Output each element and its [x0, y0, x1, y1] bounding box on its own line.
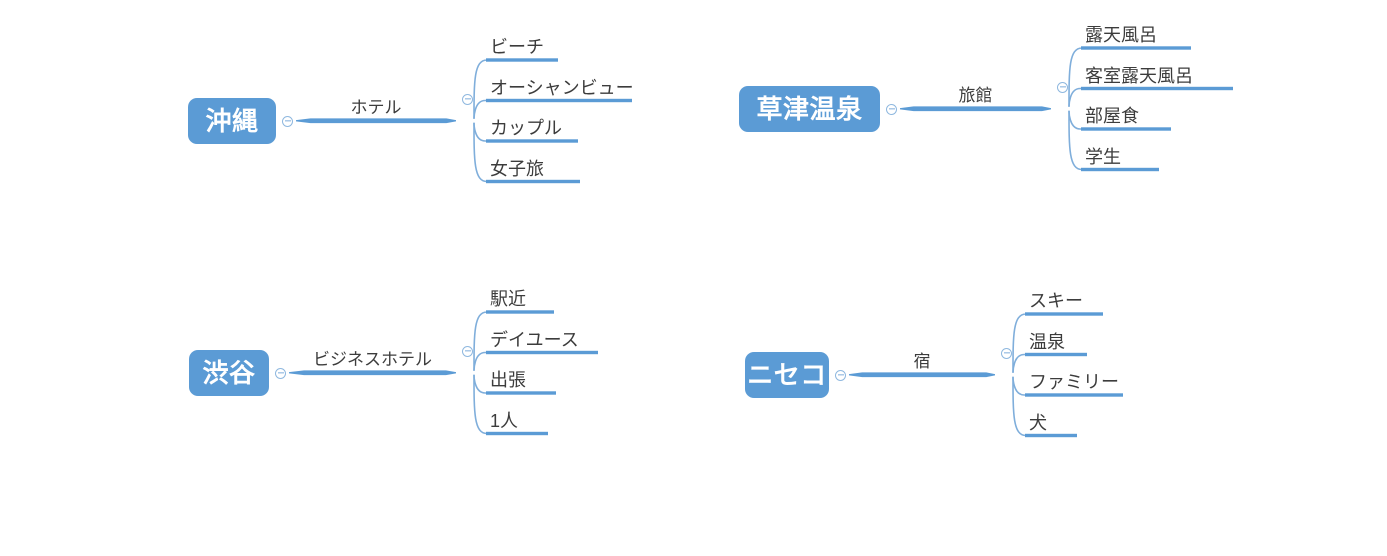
child-node-okinawa-1[interactable]: オーシャンビュー — [490, 77, 634, 98]
collapse-toggle-icon-root-shibuya[interactable] — [275, 367, 286, 379]
branch-wires-shibuya — [289, 310, 598, 436]
child-node-niseko-0[interactable]: スキー — [1029, 291, 1083, 312]
collapse-toggle-icon-root-okinawa[interactable] — [282, 115, 293, 127]
collapse-toggle-icon-branch-okinawa[interactable] — [462, 93, 473, 105]
branch-label-niseko[interactable]: 宿 — [913, 352, 931, 371]
branch-label-kusatsu[interactable]: 旅館 — [958, 86, 993, 105]
child-node-niseko-3[interactable]: 犬 — [1029, 412, 1047, 433]
branch-label-okinawa[interactable]: ホテル — [350, 98, 402, 117]
child-node-shibuya-0[interactable]: 駅近 — [490, 289, 526, 310]
child-node-kusatsu-3[interactable]: 学生 — [1085, 146, 1121, 167]
collapse-toggle-icon-branch-niseko[interactable] — [1001, 347, 1012, 359]
root-node-shibuya[interactable]: 渋谷 — [189, 350, 269, 396]
child-node-shibuya-1[interactable]: デイユース — [490, 329, 579, 350]
child-node-kusatsu-2[interactable]: 部屋食 — [1085, 106, 1139, 127]
child-node-kusatsu-0[interactable]: 露天風呂 — [1085, 25, 1157, 46]
child-node-okinawa-3[interactable]: 女子旅 — [490, 158, 544, 179]
branch-wires-kusatsu — [900, 46, 1233, 172]
collapse-toggle-icon-branch-kusatsu[interactable] — [1057, 81, 1068, 93]
collapse-toggle-icon-root-kusatsu[interactable] — [886, 103, 897, 115]
child-node-niseko-2[interactable]: ファミリー — [1029, 372, 1119, 393]
child-node-kusatsu-1[interactable]: 客室露天風呂 — [1085, 65, 1193, 86]
collapse-toggle-icon-branch-shibuya[interactable] — [462, 345, 473, 357]
child-node-shibuya-2[interactable]: 出張 — [490, 370, 526, 391]
child-node-okinawa-2[interactable]: カップル — [490, 118, 562, 139]
root-node-niseko[interactable]: ニセコ — [745, 352, 829, 398]
root-node-kusatsu[interactable]: 草津温泉 — [739, 86, 880, 132]
mindmap-canvas: 沖縄 ホテル ビーチオーシャンビューカップル女子旅 草津温泉 旅館 露天風呂客室露天風呂部… — [0, 0, 1387, 499]
child-node-okinawa-0[interactable]: ビーチ — [490, 37, 544, 58]
collapse-toggle-icon-root-niseko[interactable] — [835, 369, 846, 381]
branch-wires-okinawa — [296, 58, 632, 184]
child-node-shibuya-3[interactable]: 1人 — [490, 410, 519, 431]
child-node-niseko-1[interactable]: 温泉 — [1029, 331, 1065, 352]
root-node-okinawa[interactable]: 沖縄 — [188, 98, 276, 144]
branch-label-shibuya[interactable]: ビジネスホテル — [313, 350, 432, 369]
